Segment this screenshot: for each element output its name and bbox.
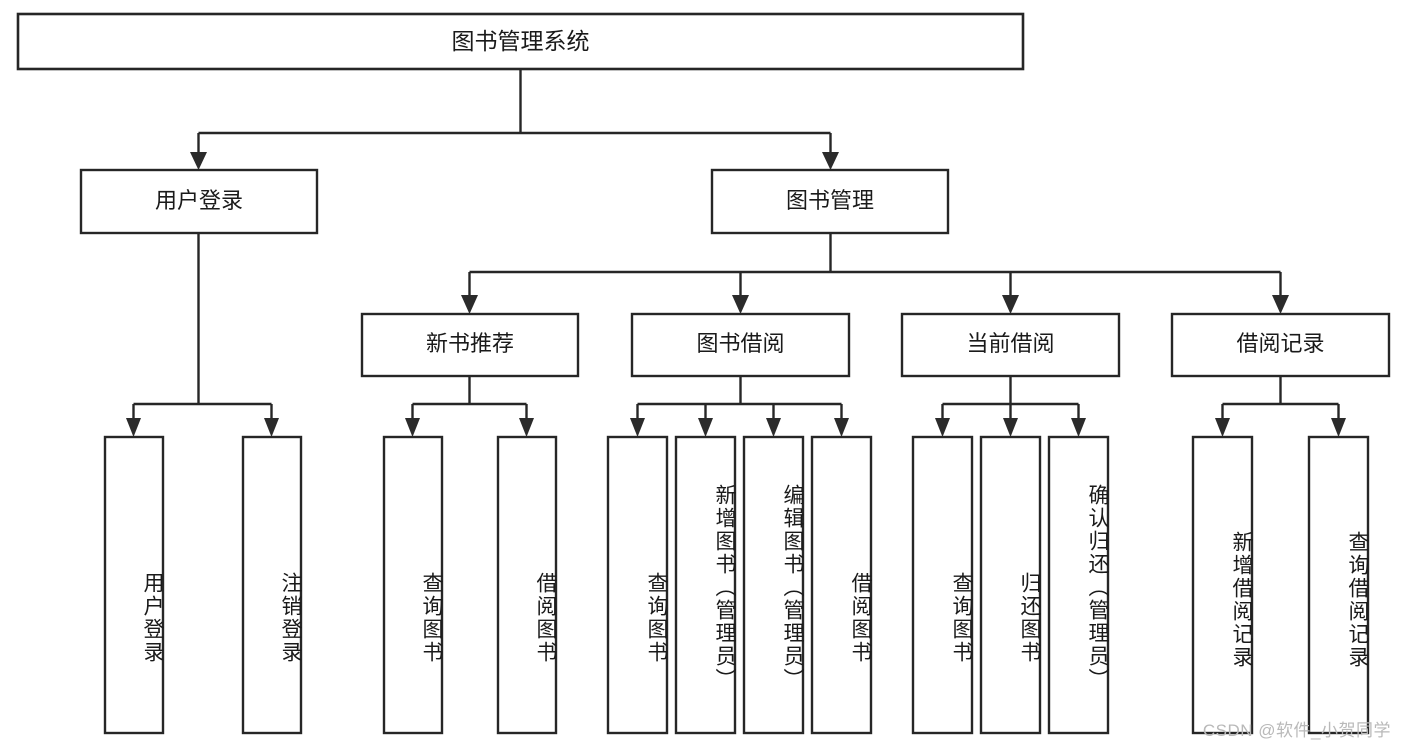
node-root-system-label: 图书管理系统 xyxy=(452,28,590,54)
arrow-icon-to-book-manage xyxy=(822,152,839,170)
arrow-icon-leaf-currentborrow-1 xyxy=(935,418,950,437)
node-new-book-recommend-label: 新书推荐 xyxy=(426,331,514,356)
leaf-user-login-box[interactable] xyxy=(103,435,165,735)
leaf-query-book-3-box[interactable] xyxy=(911,435,974,735)
node-book-borrow[interactable]: 图书借阅 xyxy=(630,312,851,378)
leaf-query-record-box[interactable] xyxy=(1307,435,1370,735)
node-current-borrow[interactable]: 当前借阅 xyxy=(900,312,1121,378)
node-root-system-box[interactable] xyxy=(16,12,1025,71)
node-current-borrow-label: 当前借阅 xyxy=(966,331,1054,356)
node-borrow-record-label: 借阅记录 xyxy=(1236,331,1324,356)
node-book-manage-label: 图书管理 xyxy=(786,188,874,213)
leaf-query-book-1-box[interactable] xyxy=(382,435,444,735)
leaf-add-book-box[interactable] xyxy=(674,435,737,735)
arrow-icon-to-borrow-record xyxy=(1272,295,1289,314)
arrow-icon-leaf-borrowrecord-2 xyxy=(1331,418,1346,437)
leaf-query-book-2-box[interactable] xyxy=(606,435,669,735)
leaf-group-user-login xyxy=(103,435,303,735)
leaf-borrow-book-1-box[interactable] xyxy=(496,435,558,735)
node-user-login-box[interactable] xyxy=(79,168,319,235)
arrow-icon-leaf-bookborrow-3 xyxy=(766,418,781,437)
leaf-confirm-return-box[interactable] xyxy=(1047,435,1110,735)
leaf-group-current-borrow xyxy=(911,435,1110,735)
csdn-watermark: CSDN @软件_小贺同学 xyxy=(1202,721,1391,740)
leaf-logout-box[interactable] xyxy=(241,435,303,735)
leaf-group-book-borrow xyxy=(606,435,873,735)
node-borrow-record-box[interactable] xyxy=(1170,312,1391,378)
arrow-icon-leaf-newbook-2 xyxy=(519,418,534,437)
arrow-icon-leaf-newbook-1 xyxy=(405,418,420,437)
connector-group-borrow-record xyxy=(1215,376,1346,437)
node-user-login-label: 用户登录 xyxy=(155,188,243,213)
connector-group-book-manage xyxy=(461,233,1289,314)
arrow-icon-leaf-currentborrow-2 xyxy=(1003,418,1018,437)
arrow-icon-leaf-currentborrow-3 xyxy=(1071,418,1086,437)
arrow-icon-leaf-bookborrow-2 xyxy=(698,418,713,437)
leaf-return-book-box[interactable] xyxy=(979,435,1042,735)
leaf-group-new-book-recommend xyxy=(382,435,558,735)
node-book-borrow-label: 图书借阅 xyxy=(696,331,784,356)
node-new-book-recommend[interactable]: 新书推荐 xyxy=(360,312,580,378)
node-book-manage[interactable]: 图书管理 xyxy=(710,168,950,235)
leaf-add-record-box[interactable] xyxy=(1191,435,1254,735)
node-current-borrow-box[interactable] xyxy=(900,312,1121,378)
node-new-book-recommend-box[interactable] xyxy=(360,312,580,378)
arrow-icon-leaf-bookborrow-1 xyxy=(630,418,645,437)
arrow-icon-leaf-bookborrow-4 xyxy=(834,418,849,437)
node-borrow-record[interactable]: 借阅记录 xyxy=(1170,312,1391,378)
connector-group-book-borrow xyxy=(630,376,849,437)
node-book-borrow-box[interactable] xyxy=(630,312,851,378)
node-book-manage-box[interactable] xyxy=(710,168,950,235)
connector-group-new-book xyxy=(405,376,534,437)
arrow-icon-to-current-borrow xyxy=(1002,295,1019,314)
connector-group-root xyxy=(190,69,839,170)
leaf-borrow-book-2-box[interactable] xyxy=(810,435,873,735)
node-user-login[interactable]: 用户登录 xyxy=(79,168,319,235)
arrow-icon-leaf-user-login-1 xyxy=(126,418,141,437)
leaf-group-borrow-record xyxy=(1191,435,1370,735)
node-root-system[interactable]: 图书管理系统 xyxy=(16,12,1025,71)
arrow-icon-leaf-user-login-2 xyxy=(264,418,279,437)
leaf-edit-book-box[interactable] xyxy=(742,435,805,735)
arrow-icon-to-book-borrow xyxy=(732,295,749,314)
arrow-icon-to-new-book xyxy=(461,295,478,314)
arrow-icon-leaf-borrowrecord-1 xyxy=(1215,418,1230,437)
connector-group-user-login xyxy=(126,233,279,437)
connector-group-current-borrow xyxy=(935,376,1086,437)
arrow-icon-to-user-login xyxy=(190,152,207,170)
